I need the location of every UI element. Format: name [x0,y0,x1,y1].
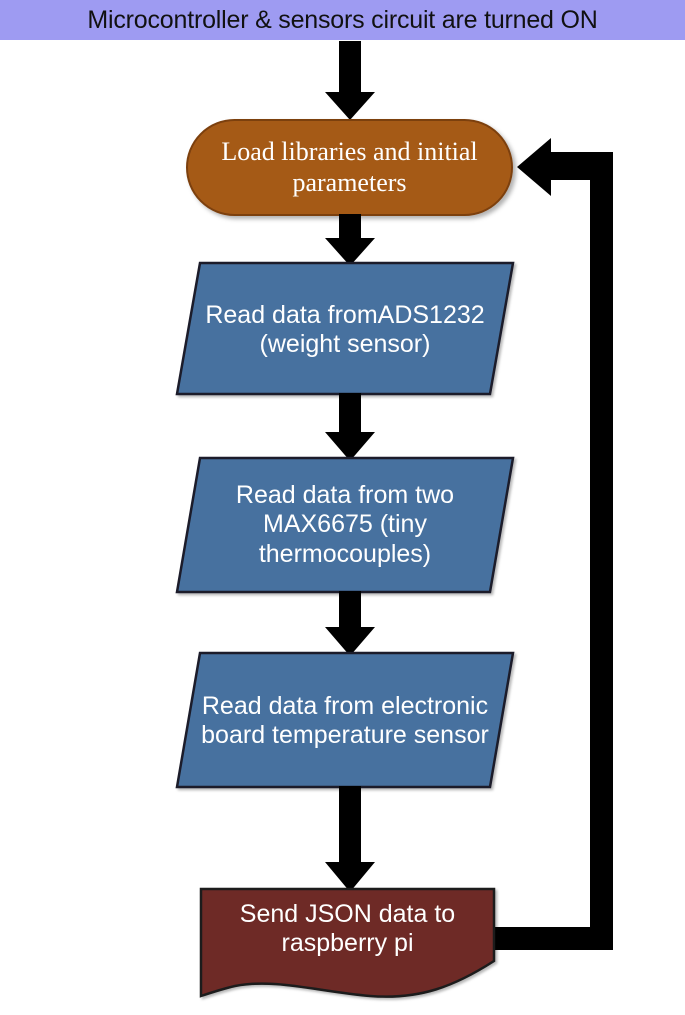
connector-board-to-send [325,786,375,892]
connector-max-to-board [325,591,375,656]
connector-ads-to-max [325,393,375,461]
node-read-ads1232 [175,261,515,396]
connector-load-to-ads [325,214,375,266]
title-banner-rect [0,0,685,40]
node-load-libraries [186,119,513,216]
node-read-board-temp [175,651,515,789]
title-banner-label: Microcontroller & sensors circuit are tu… [87,5,598,34]
connector-banner-to-load [325,41,375,120]
node-read-max6675 [175,456,515,594]
connector-feedback-loop [490,138,613,950]
node-send-json [199,887,496,998]
